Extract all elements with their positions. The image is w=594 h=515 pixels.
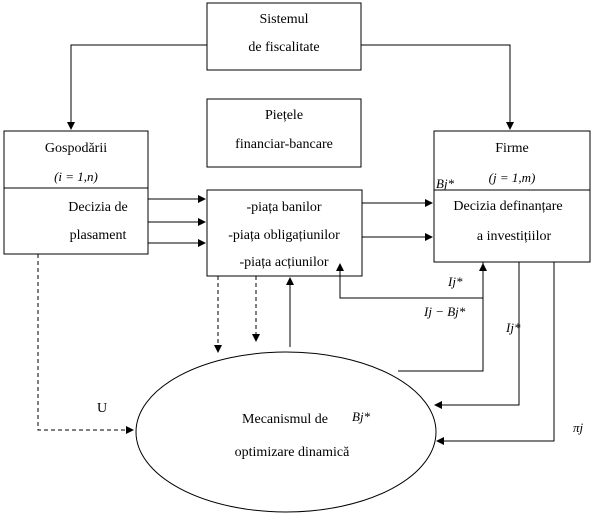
firme-investitii: a investițiilor <box>477 229 552 244</box>
firme-title: Firme <box>495 141 528 156</box>
pietele-line1: Piețele <box>265 108 303 123</box>
dashed-gospodarii-mecanism <box>37 254 134 434</box>
mecanism-line1: Mecanismul de <box>242 412 328 427</box>
label-bj-mecanism: Bj* <box>352 409 371 424</box>
sistemul-line1: Sistemul <box>259 12 308 27</box>
sistemul-fiscalitate-box: Sistemul de fiscalitate <box>206 2 362 71</box>
firme-subtitle: (j = 1,m) <box>489 170 536 185</box>
gospodarii-subtitle: (i = 1,n) <box>54 169 98 184</box>
gospodarii-box: Gospodării (i = 1,n) Decizia de plasamen… <box>3 130 149 255</box>
label-pi: πj <box>573 420 584 435</box>
arrow-firme-mecanism-bj <box>434 262 520 409</box>
label-ij-top: Ij* <box>447 274 463 289</box>
arrow-firme-mecanism-pi <box>436 262 555 445</box>
arrow-mecanism-firme <box>398 263 487 372</box>
arrow-sistemul-firme <box>361 44 514 130</box>
label-ij-minus-bj: Ij − Bj* <box>423 304 466 319</box>
firme-decizia: Decizia definanțare <box>453 199 562 214</box>
pietele-line2: financiar-bancare <box>235 137 333 152</box>
label-u: U <box>97 401 107 416</box>
piata-actiunilor: -piața acțiunilor <box>239 255 328 270</box>
piata-banilor: -piața banilor <box>246 200 321 215</box>
label-bj-firme: Bj* <box>436 176 455 191</box>
piata-box: -piața banilor -piața obligațiunilor -pi… <box>206 189 363 277</box>
gospodarii-plasament: plasament <box>70 228 127 243</box>
mecanism-ellipse: Mecanismul de optimizare dinamică <box>135 351 437 513</box>
piata-obligatiunilor: -piața obligațiunilor <box>228 228 340 243</box>
firme-box: Firme (j = 1,m) Decizia definanțare a in… <box>433 130 591 263</box>
label-ij-mid: Ij* <box>505 320 521 335</box>
sistemul-line2: de fiscalitate <box>248 40 319 55</box>
mecanism-line2: optimizare dinamică <box>235 445 350 460</box>
gospodarii-title: Gospodării <box>45 141 107 156</box>
pietele-financiar-box: Piețele financiar-bancare <box>206 98 362 168</box>
arrow-sistemul-gospodarii <box>67 44 207 130</box>
gospodarii-decizia: Decizia de <box>68 200 127 215</box>
